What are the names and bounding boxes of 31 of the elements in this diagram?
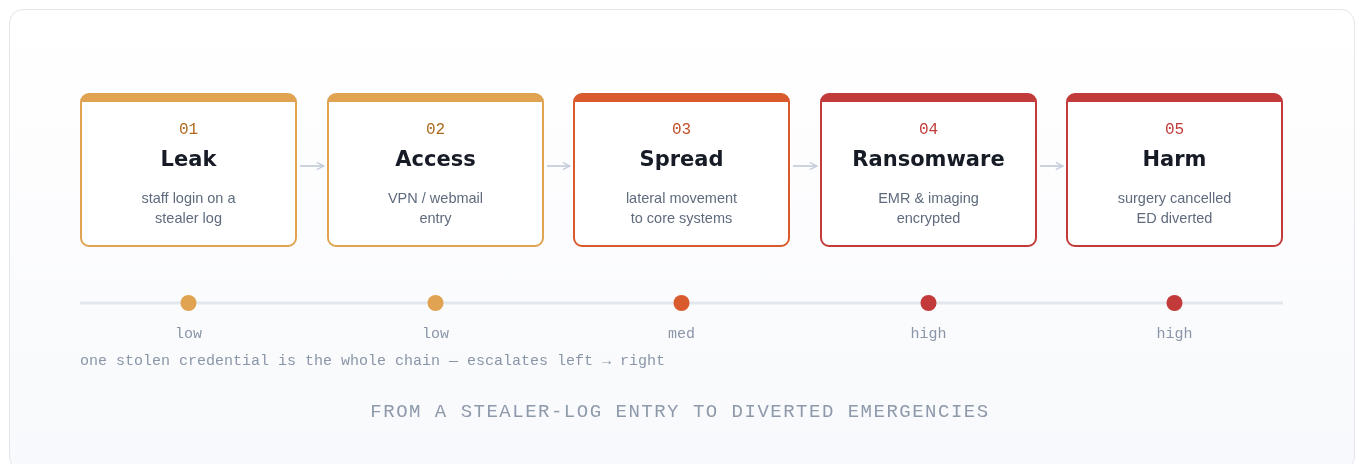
step-number: 02	[424, 121, 447, 139]
step-number: 03	[670, 121, 693, 139]
caption: FROM A STEALER-LOG ENTRY TO DIVERTED EMERGENCIES	[369, 401, 991, 423]
stage-title: Access	[394, 147, 477, 171]
arrow	[299, 161, 325, 171]
stage-description: EMR & imaging encrypted	[877, 189, 980, 228]
stage-description: surgery cancelled ED diverted	[1116, 189, 1233, 228]
arrow	[792, 161, 818, 171]
stage-title: Leak	[159, 147, 218, 171]
stage-card	[80, 93, 297, 247]
arrow	[1039, 161, 1064, 171]
arrow	[546, 161, 571, 171]
note-text: one stolen credential is the whole chain — escalates left → right	[80, 353, 666, 370]
stage-description: staff login on a stealer log	[140, 189, 237, 228]
stage-card	[573, 93, 790, 247]
severity-label: med	[667, 326, 696, 343]
step-number: 05	[1163, 121, 1186, 139]
stage-description: lateral movement to core systems	[624, 189, 739, 228]
stage-title: Spread	[638, 147, 725, 171]
severity-label: low	[421, 326, 450, 343]
stage-card	[820, 93, 1037, 247]
severity-label: high	[909, 326, 948, 343]
stage-card	[327, 93, 544, 247]
stage-title: Harm	[1141, 147, 1208, 171]
severity-label: high	[1155, 326, 1194, 343]
stage-title: Ransomware	[851, 147, 1006, 171]
severity-label: low	[174, 326, 203, 343]
stage-card	[1066, 93, 1283, 247]
stage-description: VPN / webmail entry	[386, 189, 485, 228]
step-number: 01	[177, 121, 200, 139]
step-number: 04	[917, 121, 940, 139]
